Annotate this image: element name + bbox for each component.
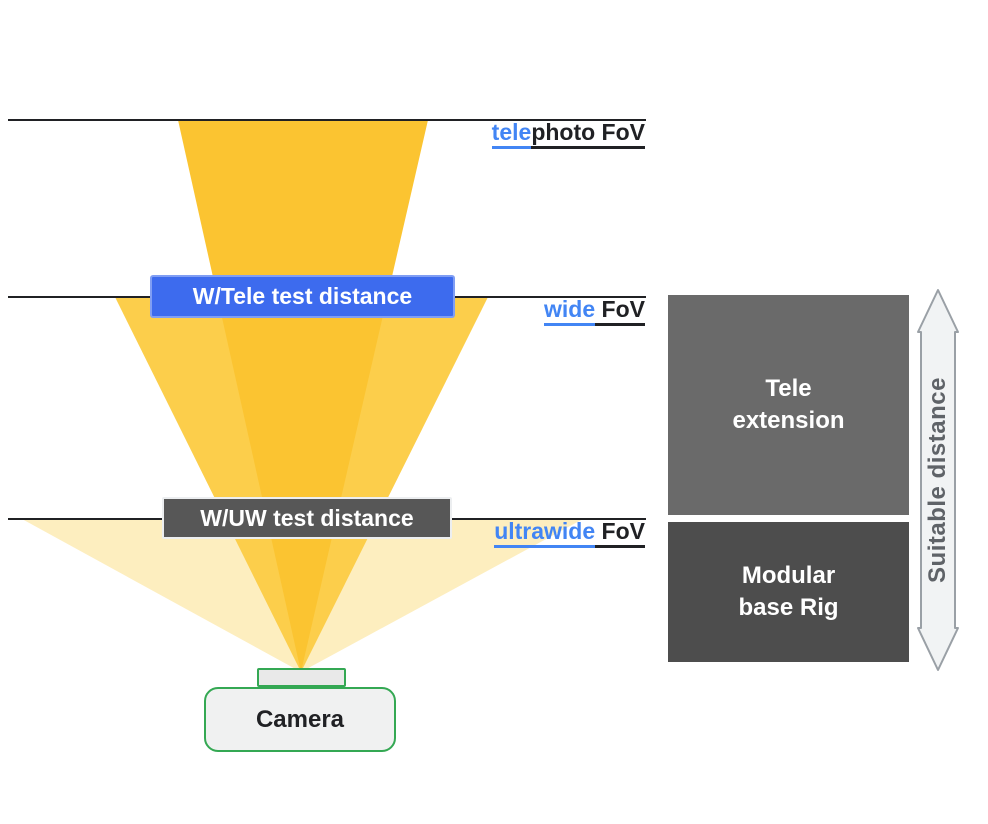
modular-base-line2: base Rig [738,594,839,621]
camera-box: Camera [204,687,396,752]
telephoto-fov-label-blue: tele [491,118,532,149]
camera-label: Camera [255,705,345,733]
wide-fov-label: wide FoV [518,267,645,354]
ultrawide-fov-label-blue: ultrawide [494,517,596,548]
wide-fov-label-blue: wide [544,295,596,326]
ultrawide-fov-label: ultrawide FoV [469,489,645,576]
wide-fov-label-dark: FoV [595,295,645,326]
suitable-distance-label: Suitable distance [924,377,951,583]
camera-lens [257,668,346,687]
wuw-test-distance-badge: W/UW test distance [162,497,452,539]
telephoto-fov-label-dark: photo FoV [531,118,645,149]
modular-base-rig-box: Modular base Rig [668,522,909,662]
modular-base-rig-label: Modular base Rig [738,560,838,625]
double-arrow-icon [917,289,959,671]
tele-extension-line1: Tele [765,374,812,402]
telephoto-fov-label: telephoto FoV [466,90,645,177]
tele-extension-label: Tele extension [732,373,844,438]
tele-extension-line2: extension [732,407,845,434]
tele-extension-box: Tele extension [668,295,909,515]
telephoto-cone [178,120,428,672]
wtele-test-distance-badge: W/Tele test distance [150,275,455,318]
ultrawide-fov-label-dark: FoV [595,517,645,548]
modular-base-line1: Modular [741,561,836,589]
